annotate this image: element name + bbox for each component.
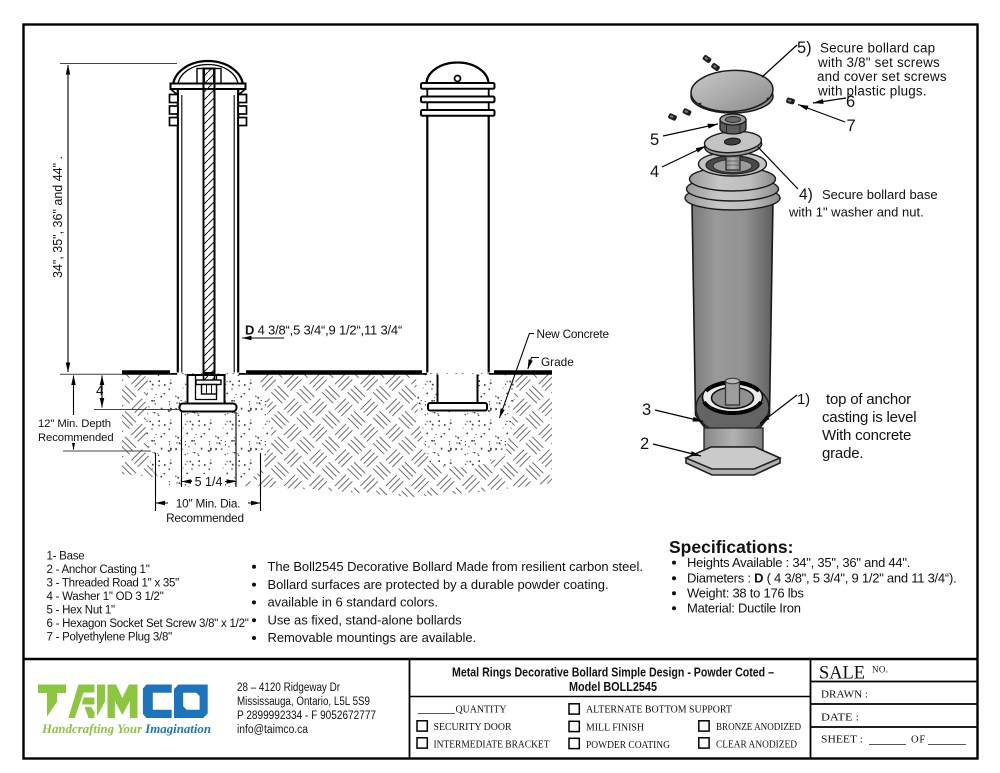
svg-text:4: 4 bbox=[96, 383, 104, 398]
svg-text:Weight: 38 to 176 lbs: Weight: 38 to 176 lbs bbox=[687, 586, 804, 601]
svg-text:12" Min. Depth: 12" Min. Depth bbox=[38, 418, 111, 430]
svg-text:Specifications:: Specifications: bbox=[669, 537, 793, 557]
svg-text:Metal Rings Decorative Bollard: Metal Rings Decorative Bollard Simple De… bbox=[452, 665, 774, 680]
svg-text:6: 6 bbox=[846, 93, 855, 111]
svg-text:Removable mountings are availa: Removable mountings are available. bbox=[268, 630, 477, 645]
svg-text:2: 2 bbox=[640, 435, 649, 453]
svg-text:NO.: NO. bbox=[872, 665, 888, 675]
svg-text:7: 7 bbox=[847, 117, 856, 135]
svg-text:7 - Polyethylene Plug 3/8": 7 - Polyethylene Plug 3/8" bbox=[47, 632, 173, 644]
svg-text:With concrete: With concrete bbox=[822, 427, 911, 444]
svg-text:and cover set screws: and cover set screws bbox=[817, 69, 947, 84]
svg-text:4 - Washer 1" OD 3 1/2": 4 - Washer 1" OD 3 1/2" bbox=[47, 591, 164, 603]
svg-text:SECURITY DOOR: SECURITY DOOR bbox=[434, 721, 513, 733]
svg-text:10" Min. Dia.: 10" Min. Dia. bbox=[176, 497, 241, 511]
svg-text:Grade: Grade bbox=[541, 355, 574, 369]
svg-text:5 1/4: 5 1/4 bbox=[195, 475, 223, 489]
svg-text:OF: OF bbox=[911, 735, 926, 746]
svg-text:Diameters : D ( 4 3/8", 5 3/4": Diameters : D ( 4 3/8", 5 3/4", 9 1/2" a… bbox=[687, 571, 956, 586]
svg-text:with plastic plugs.: with plastic plugs. bbox=[817, 84, 927, 99]
svg-text:grade.: grade. bbox=[822, 445, 863, 462]
svg-text:Handcrafting Your Imagination: Handcrafting Your Imagination bbox=[41, 721, 211, 736]
svg-text:1) top of anchor: 1) top of anchor bbox=[797, 391, 911, 408]
svg-text:Material: Ductile Iron: Material: Ductile Iron bbox=[687, 601, 801, 616]
svg-text:Model BOLL2545: Model BOLL2545 bbox=[569, 679, 657, 694]
svg-text:34", 35", 36" and 44" .: 34", 35", 36" and 44" . bbox=[51, 156, 65, 278]
svg-text:SALE: SALE bbox=[819, 663, 865, 684]
svg-text:Use as fixed, stand-alone boll: Use as fixed, stand-alone bollards bbox=[268, 612, 463, 627]
svg-text:New Concrete: New Concrete bbox=[537, 327, 610, 341]
svg-text:Bollard surfaces are protected: Bollard surfaces are protected by a dura… bbox=[268, 577, 609, 592]
svg-text:MILL FINISH: MILL FINISH bbox=[586, 722, 644, 734]
svg-text:CLEAR ANODIZED: CLEAR ANODIZED bbox=[716, 739, 797, 751]
svg-text:info@taimco.ca: info@taimco.ca bbox=[237, 724, 309, 736]
svg-text:3: 3 bbox=[642, 401, 651, 419]
svg-text:28 – 4120 Ridgeway Dr: 28 – 4120 Ridgeway Dr bbox=[237, 682, 340, 694]
svg-text:D 4 3/8“,5 3/4“,9 1/2“,11 3/4“: D 4 3/8“,5 3/4“,9 1/2“,11 3/4“ bbox=[245, 323, 402, 338]
svg-text:Secure bollard cap: Secure bollard cap bbox=[820, 41, 935, 56]
svg-text:INTERMEDIATE BRACKET: INTERMEDIATE BRACKET bbox=[434, 739, 550, 751]
svg-text:4): 4) bbox=[799, 187, 813, 204]
svg-text:DRAWN :: DRAWN : bbox=[821, 690, 868, 701]
svg-text:DATE :: DATE : bbox=[821, 713, 859, 724]
svg-text:6 - Hexagon Socket Set Screw 3: 6 - Hexagon Socket Set Screw 3/8" x 1/2" bbox=[47, 618, 249, 630]
svg-text:1- Base: 1- Base bbox=[47, 551, 85, 563]
svg-text:SHEET :: SHEET : bbox=[821, 735, 863, 746]
svg-text:with 1" washer and nut.: with 1" washer and nut. bbox=[788, 205, 924, 220]
svg-text:Recommended: Recommended bbox=[38, 432, 114, 444]
svg-text:BRONZE ANODIZED: BRONZE ANODIZED bbox=[716, 721, 801, 733]
svg-text:Recommended: Recommended bbox=[166, 511, 244, 525]
svg-text:POWDER COATING: POWDER COATING bbox=[586, 739, 670, 751]
svg-text:5): 5) bbox=[797, 39, 812, 57]
svg-text:5 - Hex Nut 1": 5 - Hex Nut 1" bbox=[47, 605, 115, 617]
svg-text:4: 4 bbox=[650, 163, 659, 181]
svg-text:Heights Available : 34", 35",: Heights Available : 34", 35", 36" and 44… bbox=[687, 555, 910, 570]
svg-text:Secure bollard base: Secure bollard base bbox=[822, 187, 938, 202]
svg-text:The Boll2545 Decorative Bollar: The Boll2545 Decorative Bollard Made fro… bbox=[268, 559, 643, 574]
svg-text:5: 5 bbox=[650, 131, 659, 149]
svg-text:with 3/8" set screws: with 3/8" set screws bbox=[817, 55, 940, 70]
svg-text:QUANTITY: QUANTITY bbox=[456, 704, 507, 716]
svg-text:2 - Anchor Casting 1": 2 - Anchor Casting 1" bbox=[47, 564, 150, 576]
svg-text:ALTERNATE BOTTOM SUPPORT: ALTERNATE BOTTOM SUPPORT bbox=[586, 704, 732, 716]
svg-text:casting is level: casting is level bbox=[822, 409, 916, 426]
svg-text:available in 6 standard colors: available in 6 standard colors. bbox=[268, 595, 438, 610]
svg-text:Mississauga, Ontario, L5L 5S9: Mississauga, Ontario, L5L 5S9 bbox=[237, 696, 370, 708]
svg-text:3 - Threaded Road 1" x 35": 3 - Threaded Road 1" x 35" bbox=[47, 578, 180, 590]
svg-text:P 2899992334 - F 9052672777: P 2899992334 - F 9052672777 bbox=[237, 710, 376, 722]
